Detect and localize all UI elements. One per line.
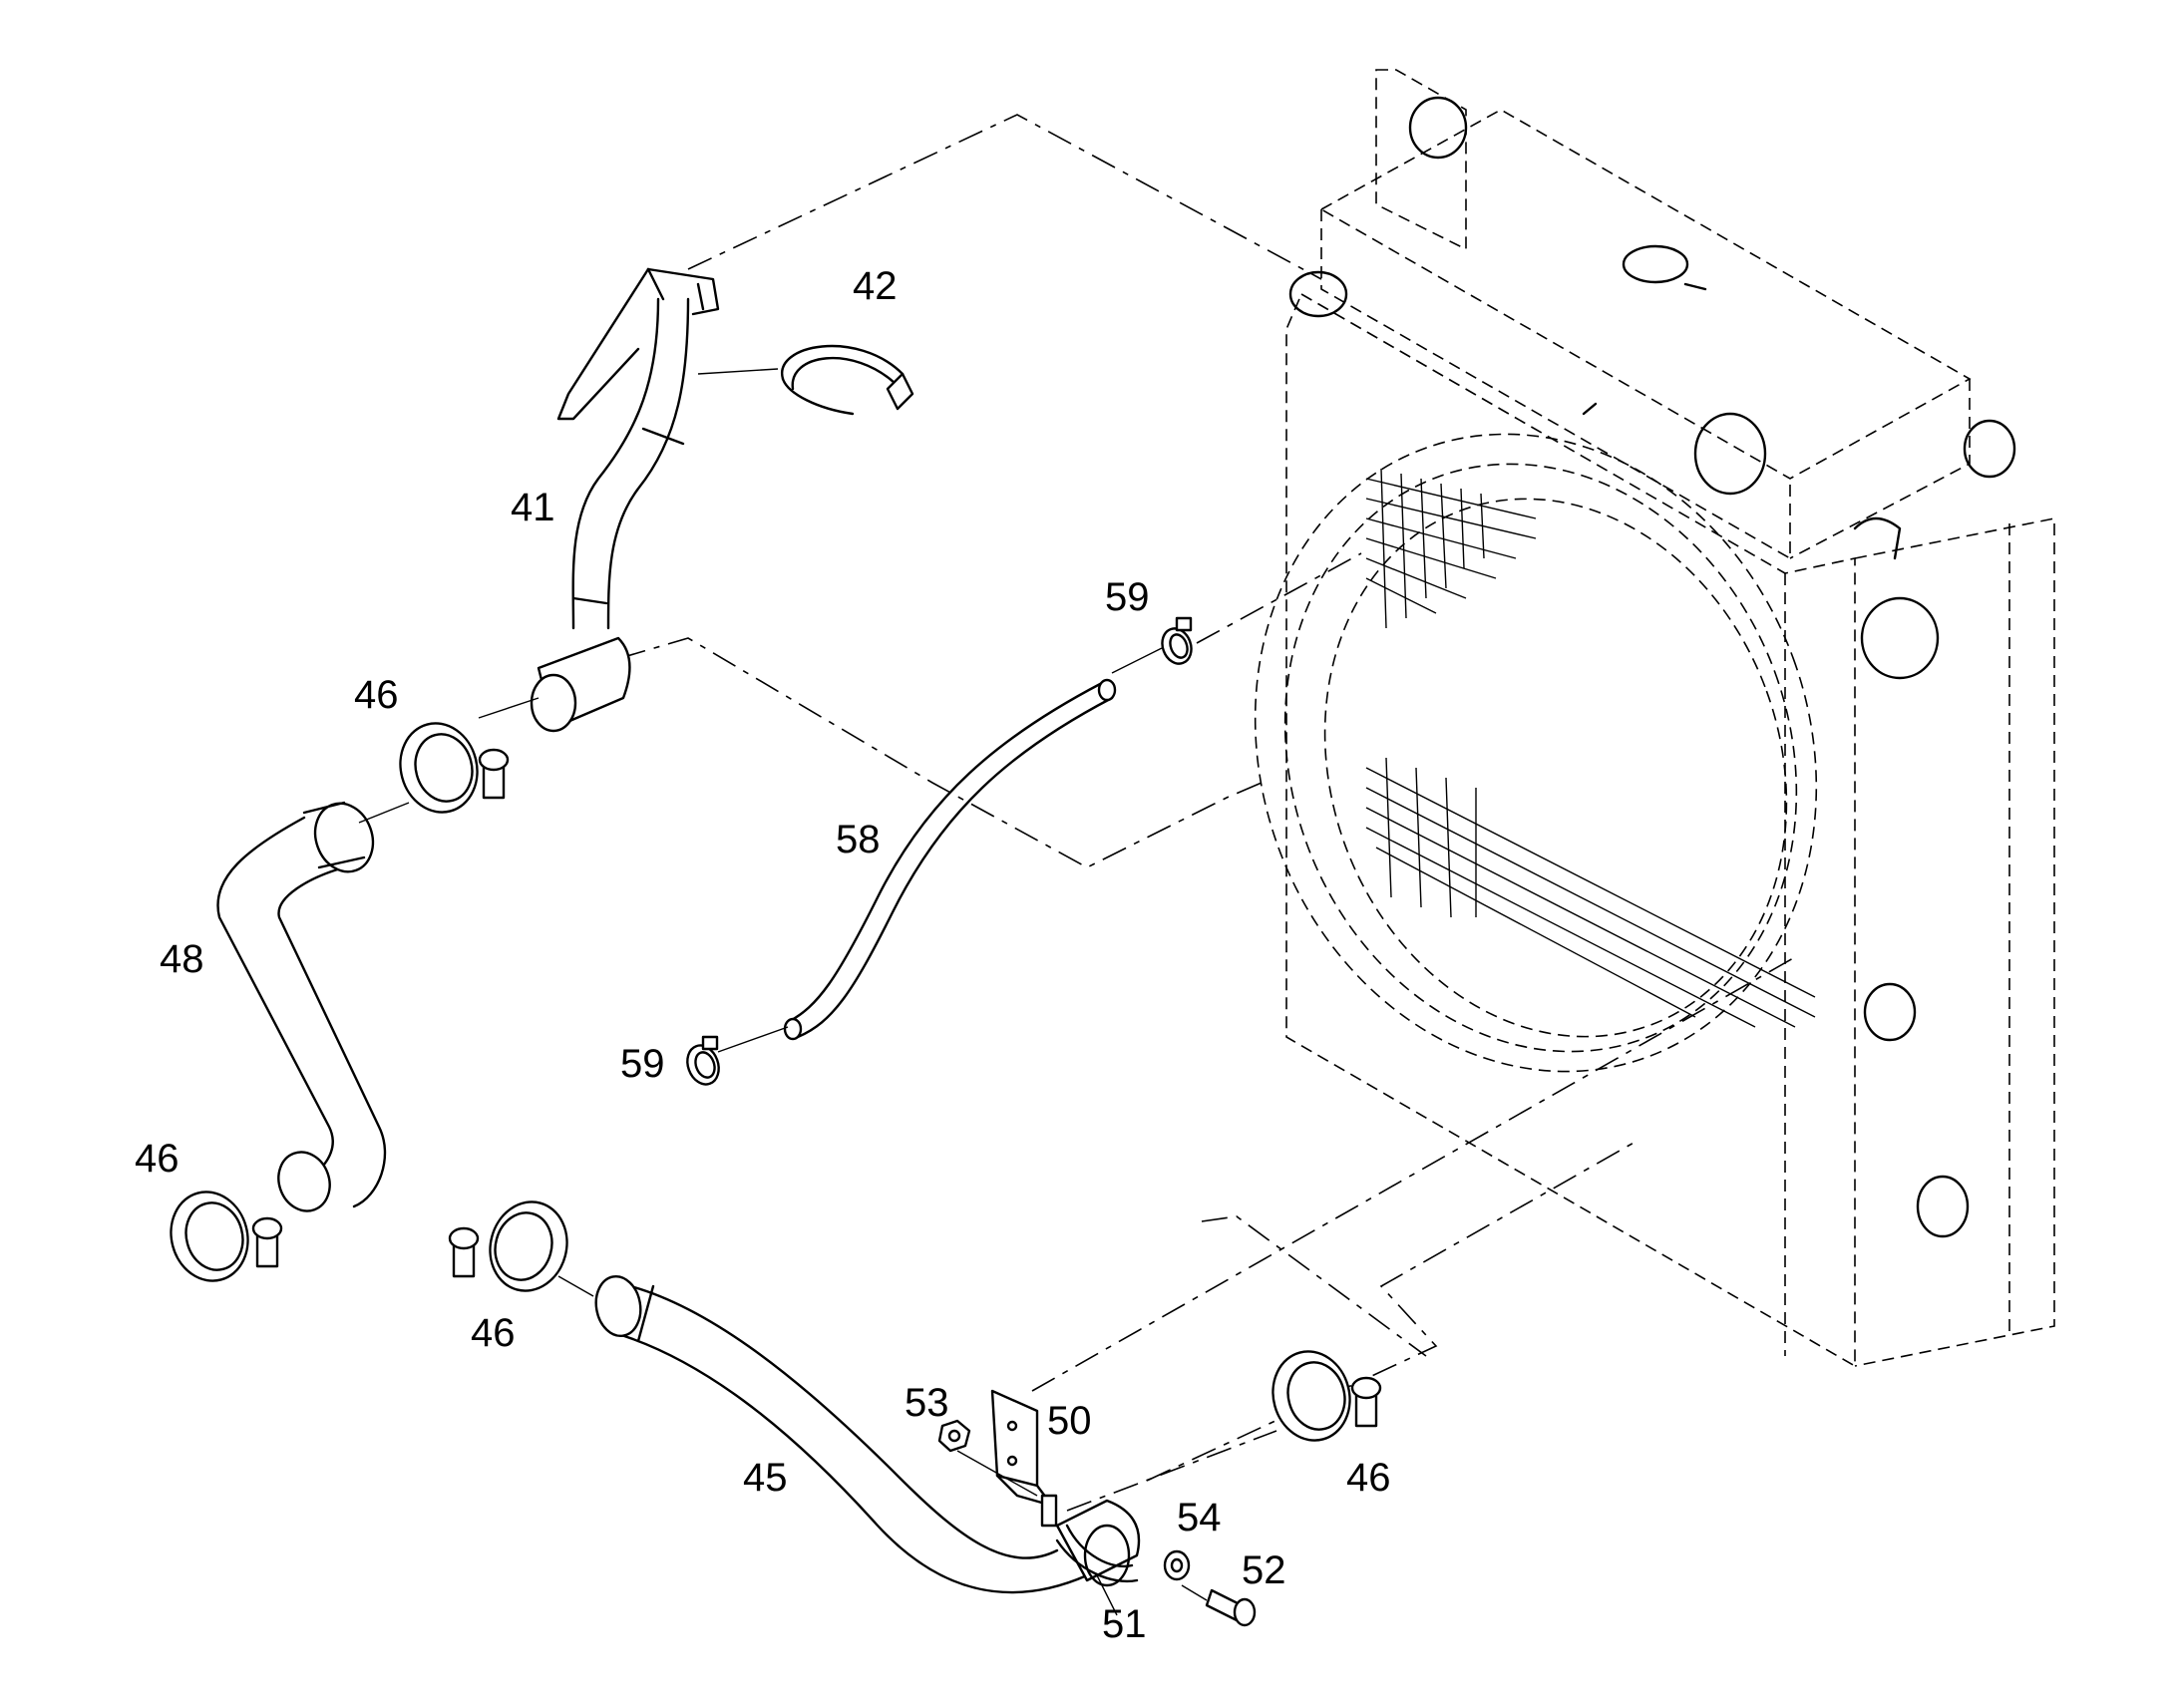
callout-46-lower-left: 46 xyxy=(135,1137,180,1181)
hose-clamp-46-lower-right xyxy=(1272,1350,1382,1442)
callout-46-lower-right: 46 xyxy=(1346,1456,1391,1500)
small-clamp-59-upper xyxy=(1161,616,1193,665)
callout-54: 54 xyxy=(1177,1496,1222,1539)
bolt-52 xyxy=(1205,1588,1257,1627)
hose-48 xyxy=(216,801,387,1212)
lower-hose-45 xyxy=(594,1275,1141,1594)
callout-58: 58 xyxy=(836,818,881,861)
radiator-core-mesh xyxy=(1365,468,1816,1028)
callout-52: 52 xyxy=(1242,1548,1286,1592)
radiator-assembly xyxy=(1254,69,2055,1368)
leader-lines xyxy=(358,368,1208,1616)
band-clamp-42 xyxy=(781,344,914,416)
hose-strap-51 xyxy=(1040,1494,1139,1583)
callout-46-lower-middle: 46 xyxy=(471,1311,516,1355)
small-clamp-59-lower xyxy=(686,1035,720,1086)
nut-53 xyxy=(937,1419,971,1453)
callout-50: 50 xyxy=(1047,1399,1092,1443)
callout-46-upper: 46 xyxy=(354,673,399,717)
callout-labels: 42 41 59 46 58 48 59 46 46 53 50 46 45 5… xyxy=(135,264,1391,1646)
bracket-50 xyxy=(990,1389,1054,1508)
hose-clamp-46-upper xyxy=(399,722,510,814)
callout-48: 48 xyxy=(160,937,204,981)
small-hose-58 xyxy=(783,678,1117,1041)
callout-41: 41 xyxy=(511,486,555,529)
hose-clamp-46-lower-middle xyxy=(448,1200,568,1292)
callout-51: 51 xyxy=(1102,1602,1147,1646)
callout-45: 45 xyxy=(743,1456,788,1500)
callout-53: 53 xyxy=(905,1381,949,1425)
washer-54 xyxy=(1163,1549,1191,1581)
callout-59-upper: 59 xyxy=(1105,575,1150,619)
phantom-lines xyxy=(619,114,1796,1512)
callout-59-lower: 59 xyxy=(620,1042,665,1086)
upper-hose-41 xyxy=(530,267,720,733)
callout-42: 42 xyxy=(853,264,898,308)
hose-clamp-46-lower-left xyxy=(170,1191,283,1282)
